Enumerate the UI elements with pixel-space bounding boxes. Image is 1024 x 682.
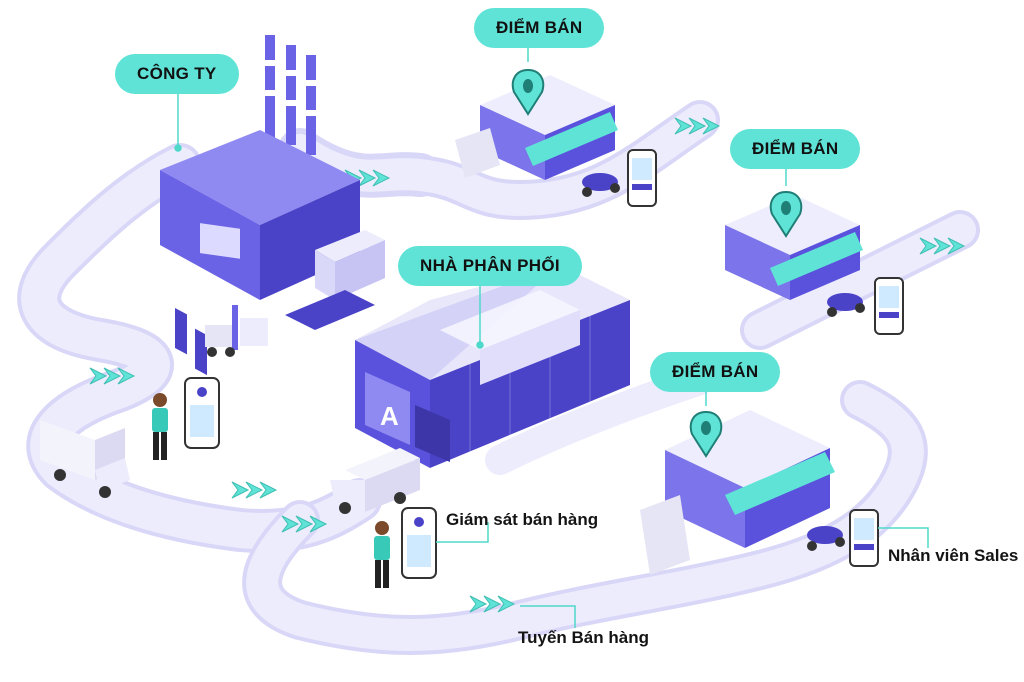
mobile-app-phone [184,377,220,449]
company-label: CÔNG TY [115,54,239,94]
delivery-scooter [807,526,845,551]
delivery-truck [40,420,130,498]
sales-route-label: Tuyến Bán hàng [518,628,649,647]
store-label: ĐIỂM BÁN [730,129,861,169]
store-label: ĐIỂM BÁN [650,352,781,392]
location-pin-icon [689,410,723,458]
svg-text:A: A [380,401,399,431]
distributor-label: NHÀ PHÂN PHỐI [398,246,582,286]
delivery-scooter [827,293,865,317]
mobile-app-phone [627,149,657,207]
mobile-app-phone [874,277,904,335]
store-top [455,75,618,180]
delivery-truck [330,448,420,514]
mobile-app-phone [849,509,879,567]
label-leader-lines [174,45,929,628]
supervisor-person [152,393,168,460]
delivery-scooter [582,173,620,197]
location-pin-icon [511,68,545,116]
sales-staff-label: Nhân viên Sales [888,546,1019,565]
sales-supervision-label: Giám sát bán hàng [446,510,599,529]
location-pin-icon [769,190,803,238]
factory-building [160,35,385,376]
store-label: ĐIỂM BÁN [474,8,605,48]
warehouse-building: A [355,265,630,468]
forklift [205,305,268,357]
supervisor-person [374,521,390,588]
store-bottom [640,410,835,575]
route-chevrons [89,117,966,613]
mobile-app-phone [401,507,437,579]
